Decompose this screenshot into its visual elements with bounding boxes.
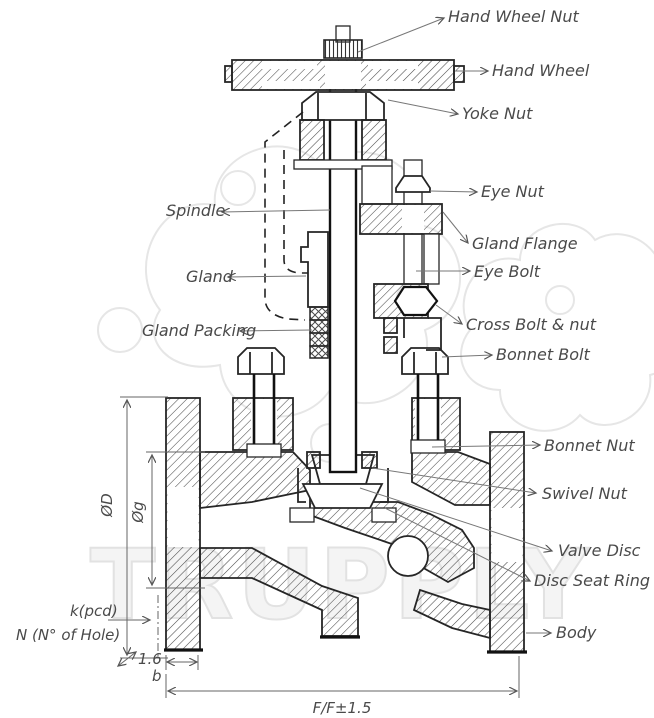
- dim-outer-diameter: ØD: [98, 493, 116, 517]
- dim-flange-thickness: b: [152, 667, 162, 685]
- dim-holes: N (N° of Hole): [16, 626, 120, 644]
- dim-port-diameter: Øg: [129, 501, 147, 523]
- disc-seat-ring-left: [289, 507, 315, 523]
- label-hand-wheel-nut: Hand Wheel Nut: [448, 7, 580, 26]
- seat-bridge: [309, 488, 475, 584]
- gland-flange-assembly: [359, 159, 443, 354]
- dim-face-to-face: F/F±1.5: [313, 699, 372, 717]
- body-wall-upper-right: [411, 451, 491, 506]
- disc-seat-ring-right: [371, 507, 397, 523]
- label-gland: Gland: [186, 267, 234, 286]
- label-gland-flange: Gland Flange: [472, 234, 578, 253]
- bonnet-bolt-left: [237, 347, 285, 444]
- label-swivel-nut: Swivel Nut: [542, 484, 628, 503]
- label-bonnet-bolt: Bonnet Bolt: [496, 345, 590, 364]
- bonnet-bolt-right: [401, 347, 449, 440]
- yoke-nut-shape: [293, 91, 393, 170]
- dimension-labels: ØD Øg k(pcd) N (N° of Hole) 1.6 b F/F±1.…: [16, 493, 371, 717]
- label-hand-wheel: Hand Wheel: [492, 61, 590, 80]
- eye-nut-shape: [395, 175, 431, 193]
- yoke-hidden-outline: [264, 111, 311, 321]
- valve-disc-shape: [301, 483, 384, 509]
- leader-lines: [222, 18, 552, 633]
- label-bonnet-nut: Bonnet Nut: [544, 436, 635, 455]
- trim-shapes: [289, 451, 397, 523]
- dim-raised-face: 1.6: [138, 650, 162, 668]
- label-eye-bolt: Eye Bolt: [474, 262, 541, 281]
- valve-body-shape: [164, 397, 527, 654]
- gland-flange-shape: [359, 203, 443, 235]
- hand-wheel-shape: [224, 25, 465, 91]
- spindle-shape: [328, 84, 358, 474]
- gland-packing-shape: [309, 306, 329, 321]
- label-body: Body: [556, 623, 597, 642]
- label-yoke-nut: Yoke Nut: [462, 104, 533, 123]
- body-wall-upper-left: [199, 451, 311, 510]
- label-valve-disc: Valve Disc: [558, 541, 641, 560]
- label-gland-packing: Gland Packing: [142, 321, 256, 340]
- gland-shape: [300, 231, 329, 359]
- part-labels: Hand Wheel Nut Hand Wheel Yoke Nut Eye N…: [142, 7, 650, 642]
- dimension-lines: [108, 396, 520, 698]
- dim-bolt-circle: k(pcd): [70, 602, 118, 620]
- hand-wheel-nut-shape: [323, 39, 363, 59]
- label-cross-bolt: Cross Bolt & nut: [466, 315, 597, 334]
- label-eye-nut: Eye Nut: [481, 182, 545, 201]
- bonnet-shape: [232, 347, 461, 458]
- label-disc-seat-ring: Disc Seat Ring: [534, 571, 650, 590]
- bonnet-nut-left: [246, 443, 282, 458]
- label-spindle: Spindle: [166, 201, 226, 220]
